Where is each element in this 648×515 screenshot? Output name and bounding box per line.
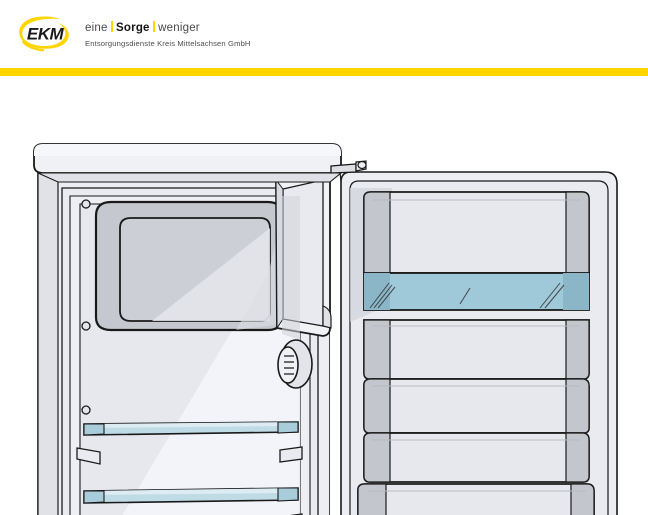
shelf-support-brackets bbox=[76, 446, 303, 515]
company-name: Entsorgungsdienste Kreis Mittelsachsen G… bbox=[85, 38, 251, 48]
freezer-compartment bbox=[94, 200, 284, 332]
screw-icon bbox=[81, 321, 91, 331]
door-hinge bbox=[330, 160, 367, 183]
yellow-divider-bar bbox=[0, 68, 648, 76]
door-tray-group bbox=[357, 191, 595, 515]
tagline-part-three: weniger bbox=[158, 21, 200, 34]
brand-block[interactable]: EKM eine Sorge weniger Entsorgungsdienst… bbox=[17, 15, 251, 53]
svg-text:EKM: EKM bbox=[27, 25, 65, 44]
screw-icon bbox=[81, 199, 91, 209]
tagline-part-two: Sorge bbox=[116, 21, 150, 34]
door-tray-second bbox=[363, 319, 590, 380]
tagline-separator-icon bbox=[152, 20, 156, 32]
door-tray-fifth bbox=[357, 483, 595, 515]
top-slab bbox=[33, 143, 343, 183]
tagline-part-one: eine bbox=[85, 21, 108, 34]
door-tray-fourth bbox=[363, 432, 590, 483]
door-tray-glass-blue bbox=[363, 272, 590, 311]
page-header: EKM eine Sorge weniger Entsorgungsdienst… bbox=[0, 0, 648, 68]
door-tray-top bbox=[363, 191, 590, 274]
refrigerator-illustration bbox=[0, 76, 648, 515]
door-tray-third bbox=[363, 378, 590, 434]
glass-shelf-lower bbox=[83, 487, 299, 504]
screw-icon bbox=[81, 405, 91, 415]
brand-text: eine Sorge weniger Entsorgungsdienste Kr… bbox=[85, 20, 251, 49]
ekm-logo-icon[interactable]: EKM bbox=[17, 15, 73, 53]
brand-tagline: eine Sorge weniger bbox=[85, 20, 251, 35]
thermostat-dial bbox=[277, 339, 313, 389]
tagline-separator-icon bbox=[110, 20, 114, 32]
glass-shelf-upper bbox=[83, 421, 299, 436]
